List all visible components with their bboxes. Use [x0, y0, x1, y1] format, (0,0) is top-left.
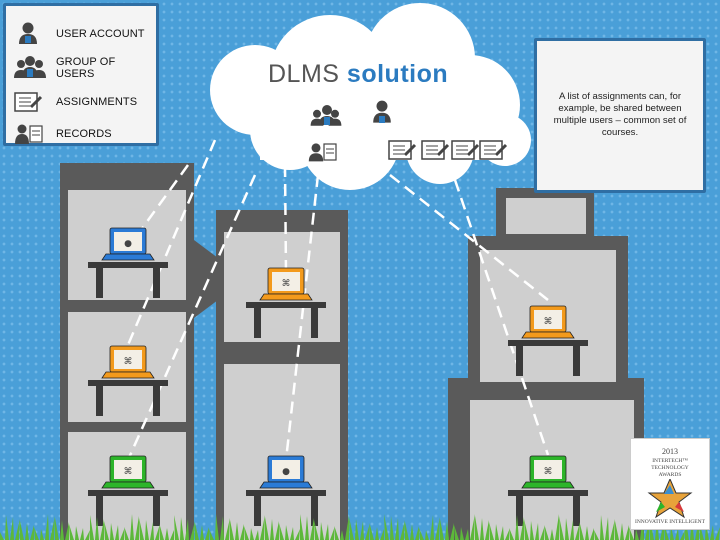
desk — [246, 302, 326, 308]
laptop: ⌘ — [101, 455, 155, 489]
group-of-users-icon — [310, 105, 342, 126]
laptop: ⌘ — [259, 267, 313, 301]
cloud-title: DLMS solution — [268, 60, 448, 89]
workstation-orange: ⌘ — [508, 305, 588, 376]
laptop: ⌘ — [101, 345, 155, 379]
legend-label: ASSIGNMENTS — [56, 96, 138, 108]
grass — [0, 514, 720, 540]
badge-year: 2013 — [662, 447, 678, 456]
legend-label: USER ACCOUNT — [56, 28, 145, 40]
workstation-green: ⌘ — [88, 455, 168, 526]
legend-item-user-account: USER ACCOUNT — [12, 20, 145, 48]
legend-label: GROUP OF USERS — [56, 56, 116, 80]
note-panel: A list of assignments can, for example, … — [534, 38, 706, 193]
records-icon — [308, 143, 337, 162]
badge-line-3: AWARDS — [658, 472, 682, 478]
desk — [508, 340, 588, 346]
badge-line-1: INTERTECH™ — [652, 458, 688, 464]
laptop: ● — [259, 455, 313, 489]
workstation-orange: ⌘ — [88, 345, 168, 416]
assignments-icon — [12, 88, 48, 116]
legend-item-group-of-users: GROUP OF USERS — [12, 54, 156, 82]
workstation-blue: ● — [246, 455, 326, 526]
note-text: A list of assignments can, for example, … — [553, 91, 687, 138]
desk — [88, 490, 168, 496]
group-of-users-icon: ⌘ — [544, 467, 553, 477]
assignments-icons — [388, 140, 508, 160]
group-of-users-icon — [12, 54, 48, 82]
star-icon — [647, 479, 693, 519]
workstation-blue: ● — [88, 227, 168, 298]
workstation-green: ⌘ — [508, 455, 588, 526]
legend-item-records: RECORDS — [12, 120, 112, 148]
badge-line-4: INNOVATIVE INTELLIGENT — [634, 519, 705, 525]
user-account-icon — [12, 20, 48, 48]
group-of-users-icon: ⌘ — [282, 279, 291, 289]
cloud — [210, 3, 531, 190]
laptop: ⌘ — [521, 305, 575, 339]
desk — [88, 380, 168, 386]
award-badge: 2013 INTERTECH™ TECHNOLOGY AWARDS INNOVA… — [630, 438, 710, 530]
legend-panel: USER ACCOUNT GROUP OF USERS ASSIGNMENTS … — [3, 3, 159, 146]
title-solution: solution — [346, 60, 449, 88]
desk — [88, 262, 168, 268]
badge-line-2: TECHNOLOGY — [651, 465, 689, 471]
legend-label: RECORDS — [56, 128, 112, 140]
user-account-icon: ● — [124, 239, 132, 249]
desk — [246, 490, 326, 496]
group-of-users-icon: ⌘ — [544, 317, 553, 327]
laptop: ⌘ — [521, 455, 575, 489]
user-account-icon — [373, 100, 391, 123]
user-account-icon: ● — [282, 467, 290, 477]
desk — [508, 490, 588, 496]
legend-item-assignments: ASSIGNMENTS — [12, 88, 137, 116]
title-dlms: DLMS — [268, 60, 340, 88]
workstation-orange: ⌘ — [246, 267, 326, 338]
records-icon — [12, 120, 48, 148]
group-of-users-icon: ⌘ — [124, 357, 133, 367]
laptop: ● — [101, 227, 155, 261]
group-of-users-icon: ⌘ — [124, 467, 133, 477]
